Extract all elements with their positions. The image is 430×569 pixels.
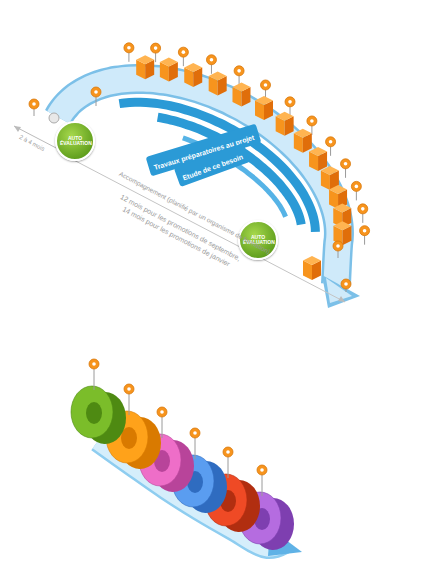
pin-head xyxy=(307,116,317,126)
cube-top xyxy=(329,185,347,194)
pin-dot xyxy=(355,185,359,189)
cube-top xyxy=(303,256,321,265)
arc-arrowhead xyxy=(322,275,360,308)
pin-dot xyxy=(182,50,186,54)
ring-hole xyxy=(86,402,102,424)
pin-dot xyxy=(329,140,333,144)
pin-head xyxy=(351,181,361,191)
pin-dot xyxy=(336,244,340,248)
pin-head xyxy=(261,80,271,90)
ring-sequence xyxy=(71,359,302,556)
pin-dot xyxy=(344,162,348,166)
ring-face xyxy=(71,386,113,438)
pin-dot xyxy=(288,100,292,104)
cube-top xyxy=(136,55,154,64)
pin-dot xyxy=(193,431,197,435)
pin-dot xyxy=(260,468,264,472)
node-text: AUTO ÉVALUATION xyxy=(60,136,90,147)
pin-dot xyxy=(344,282,348,286)
cube-top xyxy=(276,112,294,121)
note-text: 14 mois pour les promotions de janvier xyxy=(121,206,231,269)
pin-dot xyxy=(264,83,268,87)
pin-head xyxy=(124,384,134,394)
duration-label: 2 à 4 mois xyxy=(18,134,46,153)
pin-dot xyxy=(160,410,164,414)
pin-head xyxy=(151,43,161,53)
arc-timeline xyxy=(14,43,370,308)
start-marker xyxy=(49,113,59,123)
pin-head xyxy=(341,279,351,289)
pin-head xyxy=(326,137,336,147)
cube-top xyxy=(209,71,227,80)
pin-dot xyxy=(127,46,131,50)
pin-head xyxy=(206,55,216,65)
pin-dot xyxy=(310,119,314,123)
pin-head xyxy=(285,97,295,107)
evaluation-badge: AUTO ÉVALUATION xyxy=(55,121,95,161)
pin-dot xyxy=(92,362,96,366)
pin-dot xyxy=(94,90,98,94)
pin-head xyxy=(124,43,134,53)
pin-dot xyxy=(237,69,241,73)
pin-head xyxy=(341,159,351,169)
pin-head xyxy=(360,226,370,236)
cube-top xyxy=(160,58,178,67)
pin-head xyxy=(157,407,167,417)
arc-band xyxy=(58,79,339,284)
cube-top xyxy=(321,166,339,175)
pin-dot xyxy=(363,229,367,233)
pin-head xyxy=(333,241,343,251)
pin-head xyxy=(89,359,99,369)
pin-head xyxy=(29,99,39,109)
cube-top xyxy=(309,147,327,156)
pin-head xyxy=(234,66,244,76)
pin-dot xyxy=(154,46,158,50)
pin-head xyxy=(257,465,267,475)
pin-dot xyxy=(361,207,365,211)
pin-head xyxy=(358,204,368,214)
cube-top xyxy=(184,63,202,72)
pin-head xyxy=(91,87,101,97)
cube-top xyxy=(333,204,351,213)
pin-head xyxy=(223,447,233,457)
pin-head xyxy=(178,47,188,57)
pin-dot xyxy=(226,450,230,454)
cube-top xyxy=(294,129,312,138)
pin-dot xyxy=(127,387,131,391)
cube-top xyxy=(333,221,351,230)
pin-dot xyxy=(210,58,214,62)
cube-top xyxy=(255,96,273,105)
arc-band-edge xyxy=(58,79,339,284)
cube-top xyxy=(232,83,250,92)
pin-head xyxy=(190,428,200,438)
pin-dot xyxy=(32,102,36,106)
